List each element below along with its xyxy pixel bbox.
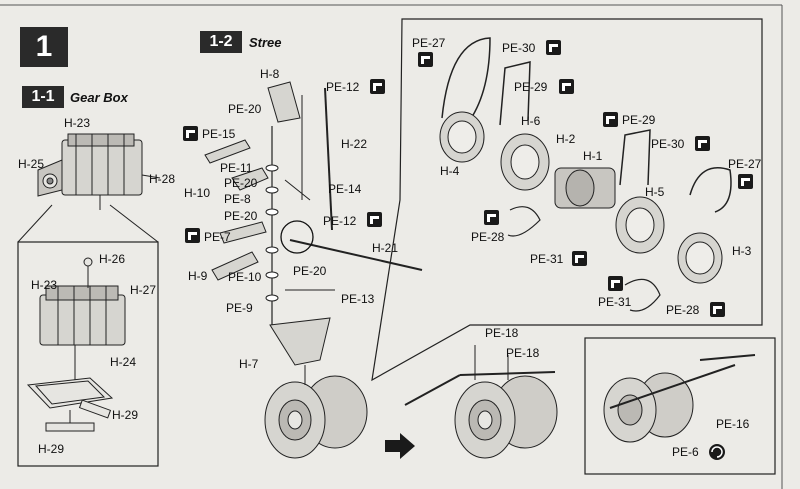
part-label: H-28 [149,172,176,186]
part-label: H-24 [110,355,137,369]
part-label: H-23 [64,116,91,130]
part-label: PE-10 [228,270,262,284]
photo-etch-part-icon [418,52,433,67]
photo-etch-part-icon [559,79,574,94]
part-label: PE-31 [530,252,564,266]
part-label: PE-18 [485,326,519,340]
part-label: H-22 [341,137,368,151]
part-label: PE-27 [728,157,762,171]
part-label: H-27 [130,283,157,297]
part-label: H-29 [38,442,65,456]
part-label: PE-18 [506,346,540,360]
gear-box-inset-drawing [26,257,126,432]
part-label: PE-7 [204,230,231,244]
callout-line [109,204,159,243]
substep-1-1-title: Gear Box [70,90,128,105]
photo-etch-part-icon [738,174,753,189]
callout-line [17,204,53,243]
part-label: H-21 [372,241,399,255]
wheel-hub-drawing [264,365,368,459]
photo-etch-part-icon [695,136,710,151]
part-label: PE-12 [323,214,357,228]
part-label: PE-6 [672,445,699,459]
bend-icon-glyph [711,446,723,458]
part-label: H-9 [188,269,208,283]
part-label: PE-29 [514,80,548,94]
part-label: H-10 [184,186,211,200]
steering-detail-panel [584,337,776,475]
photo-etch-part-icon [603,112,618,127]
substep-1-2-number: 1-2 [200,31,242,53]
photo-etch-part-icon [367,212,382,227]
steering-assembly-drawing [204,81,423,366]
part-label: PE-14 [328,182,362,196]
part-label: PE-11 [220,161,253,175]
gear-box-detail-panel [17,241,159,467]
part-label: PE-20 [228,102,262,116]
part-label: PE-31 [598,295,632,309]
part-label: PE-8 [224,192,251,206]
photo-etch-part-icon [183,126,198,141]
detail-hub-drawing [603,354,756,443]
part-label: H-25 [18,157,45,171]
photo-etch-part-icon [608,276,623,291]
part-label: H-1 [583,149,603,163]
part-label: PE-12 [326,80,360,94]
part-label: PE-20 [224,209,258,223]
part-label: H-5 [645,185,665,199]
part-label: H-23 [31,278,58,292]
detail-circle-icon [280,220,314,254]
part-label: H-29 [112,408,139,422]
part-label: PE-29 [622,113,656,127]
part-label: PE-20 [224,176,258,190]
photo-etch-part-icon [185,228,200,243]
photo-etch-part-icon [370,79,385,94]
wheel-detail-callout [371,18,763,382]
part-label: PE-9 [226,301,253,315]
substep-1-2-title: Stree [249,35,282,50]
part-label: H-3 [732,244,752,258]
part-label: PE-30 [651,137,685,151]
part-label: PE-27 [412,36,446,50]
part-label: PE-20 [293,264,327,278]
part-label: PE-30 [502,41,536,55]
part-label: PE-16 [716,417,750,431]
photo-etch-part-icon [484,210,499,225]
part-label: PE-28 [666,303,700,317]
part-label: H-26 [99,252,126,266]
photo-etch-part-icon [710,302,725,317]
part-label: H-2 [556,132,576,146]
part-label: PE-15 [202,127,236,141]
assembly-arrow-icon [385,433,415,459]
gear-box-drawing [37,133,161,210]
wheel-parts-drawing [439,37,732,312]
assembled-hub-drawing [404,345,558,459]
part-label: PE-28 [471,230,505,244]
part-label: PE-13 [341,292,375,306]
part-label: H-4 [440,164,460,178]
photo-etch-part-icon [572,251,587,266]
substep-1-1-number: 1-1 [22,86,64,108]
part-label: H-8 [260,67,280,81]
step-number: 1 [20,27,68,67]
photo-etch-part-icon [546,40,561,55]
part-label: H-7 [239,357,259,371]
part-label: H-6 [521,114,541,128]
